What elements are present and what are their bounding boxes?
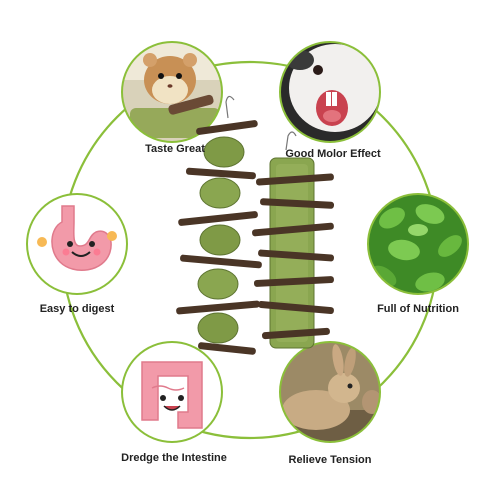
feature-4-photo bbox=[367, 193, 469, 295]
product-right-strand bbox=[252, 131, 335, 349]
feature-4-label: Full of Nutrition bbox=[377, 303, 459, 315]
happy-intestine-icon bbox=[141, 361, 203, 429]
feature-6-label: Relieve Tension bbox=[288, 454, 372, 466]
feature-1-label: Taste Great bbox=[145, 143, 205, 155]
feature-2-photo bbox=[279, 41, 381, 143]
feature-3-label: Easy to digest bbox=[39, 303, 115, 315]
feature-3-photo bbox=[26, 193, 128, 295]
feature-1-photo bbox=[121, 41, 223, 143]
rabbit-icon bbox=[280, 342, 380, 442]
alfalfa-leaves-icon bbox=[368, 194, 468, 294]
feature-6-photo bbox=[279, 341, 381, 443]
hamster-icon bbox=[122, 42, 222, 142]
feature-5-label: Dredge the Intestine bbox=[121, 452, 227, 464]
guinea-pig-teeth-icon bbox=[280, 42, 380, 142]
feature-5-photo bbox=[121, 341, 223, 443]
happy-stomach-icon bbox=[37, 205, 117, 271]
product-left-strand bbox=[176, 95, 262, 355]
feature-2-label: Good Molor Effect bbox=[285, 148, 381, 160]
